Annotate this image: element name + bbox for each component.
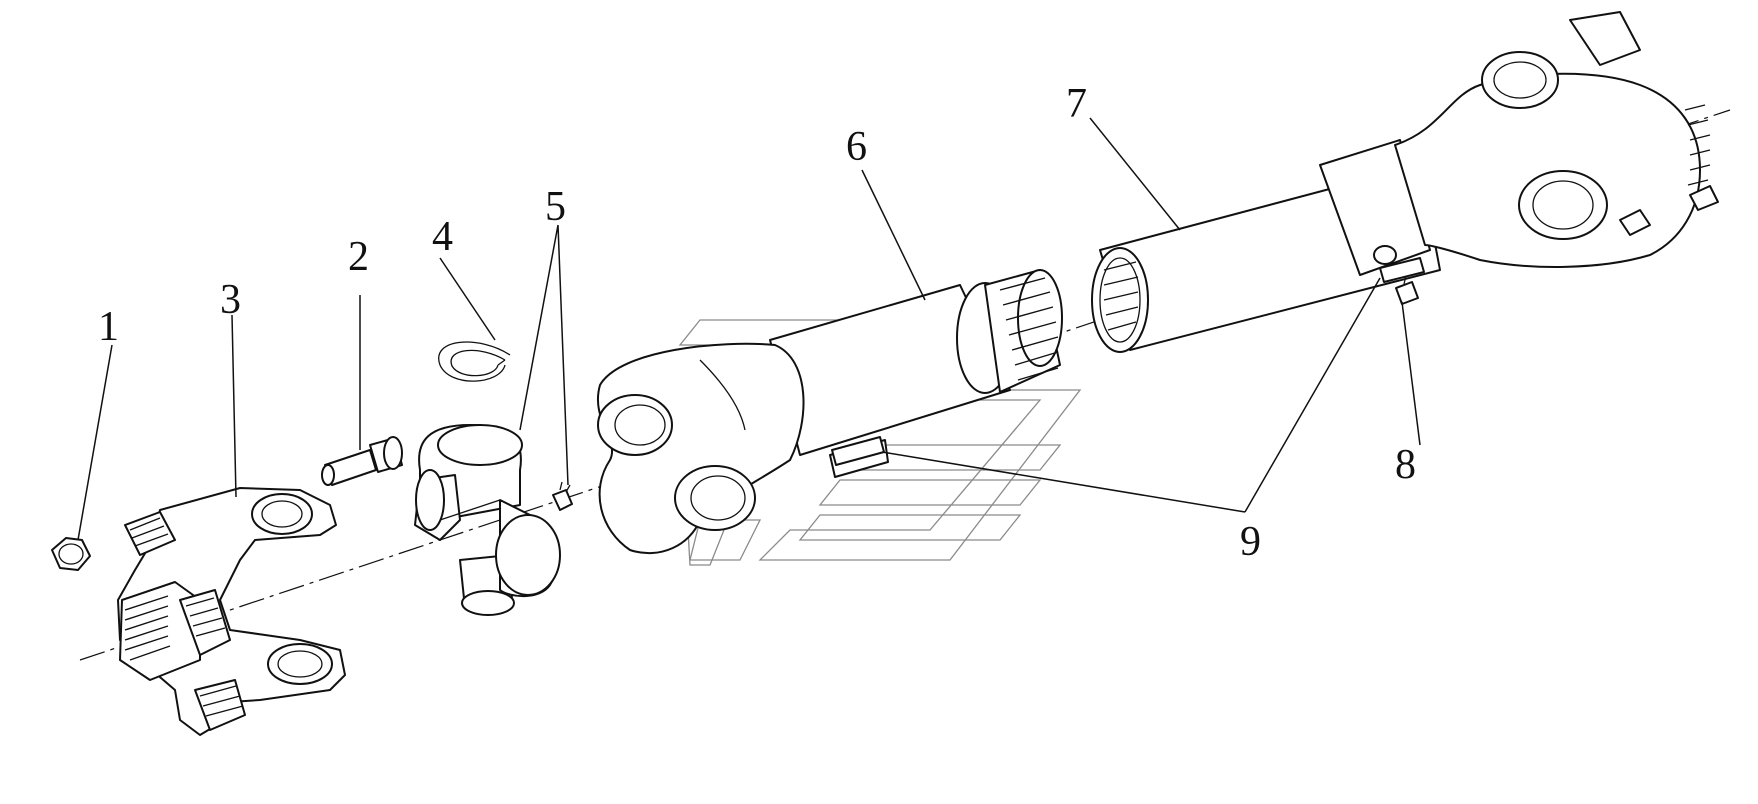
- tube-grease-nipple-part: [1395, 275, 1419, 305]
- callout-2: 2: [348, 234, 369, 280]
- callout-5: 5: [545, 184, 566, 230]
- callout-6: 6: [846, 124, 867, 170]
- grease-fitting-part: [552, 481, 573, 511]
- callout-4: 4: [432, 214, 453, 260]
- balance-plate-part: [831, 257, 1425, 466]
- callout-7: 7: [1066, 81, 1087, 127]
- callout-1: 1: [98, 304, 119, 350]
- leader-lines: [77, 117, 1421, 541]
- propeller-tube-part: [1091, 11, 1719, 353]
- universal-joint-cross-part: [414, 424, 561, 616]
- callout-labels: 1 3 2 4 5 6 7 8 9: [98, 81, 1416, 565]
- callout-9: 9: [1240, 519, 1261, 565]
- snap-ring-part: [438, 341, 511, 382]
- callout-3: 3: [220, 277, 241, 323]
- nut-part: [51, 537, 91, 571]
- slip-yoke-shaft-part: [597, 269, 1063, 555]
- callout-8: 8: [1395, 442, 1416, 488]
- flange-yoke-part: [117, 487, 346, 736]
- bolt-part: [321, 436, 403, 486]
